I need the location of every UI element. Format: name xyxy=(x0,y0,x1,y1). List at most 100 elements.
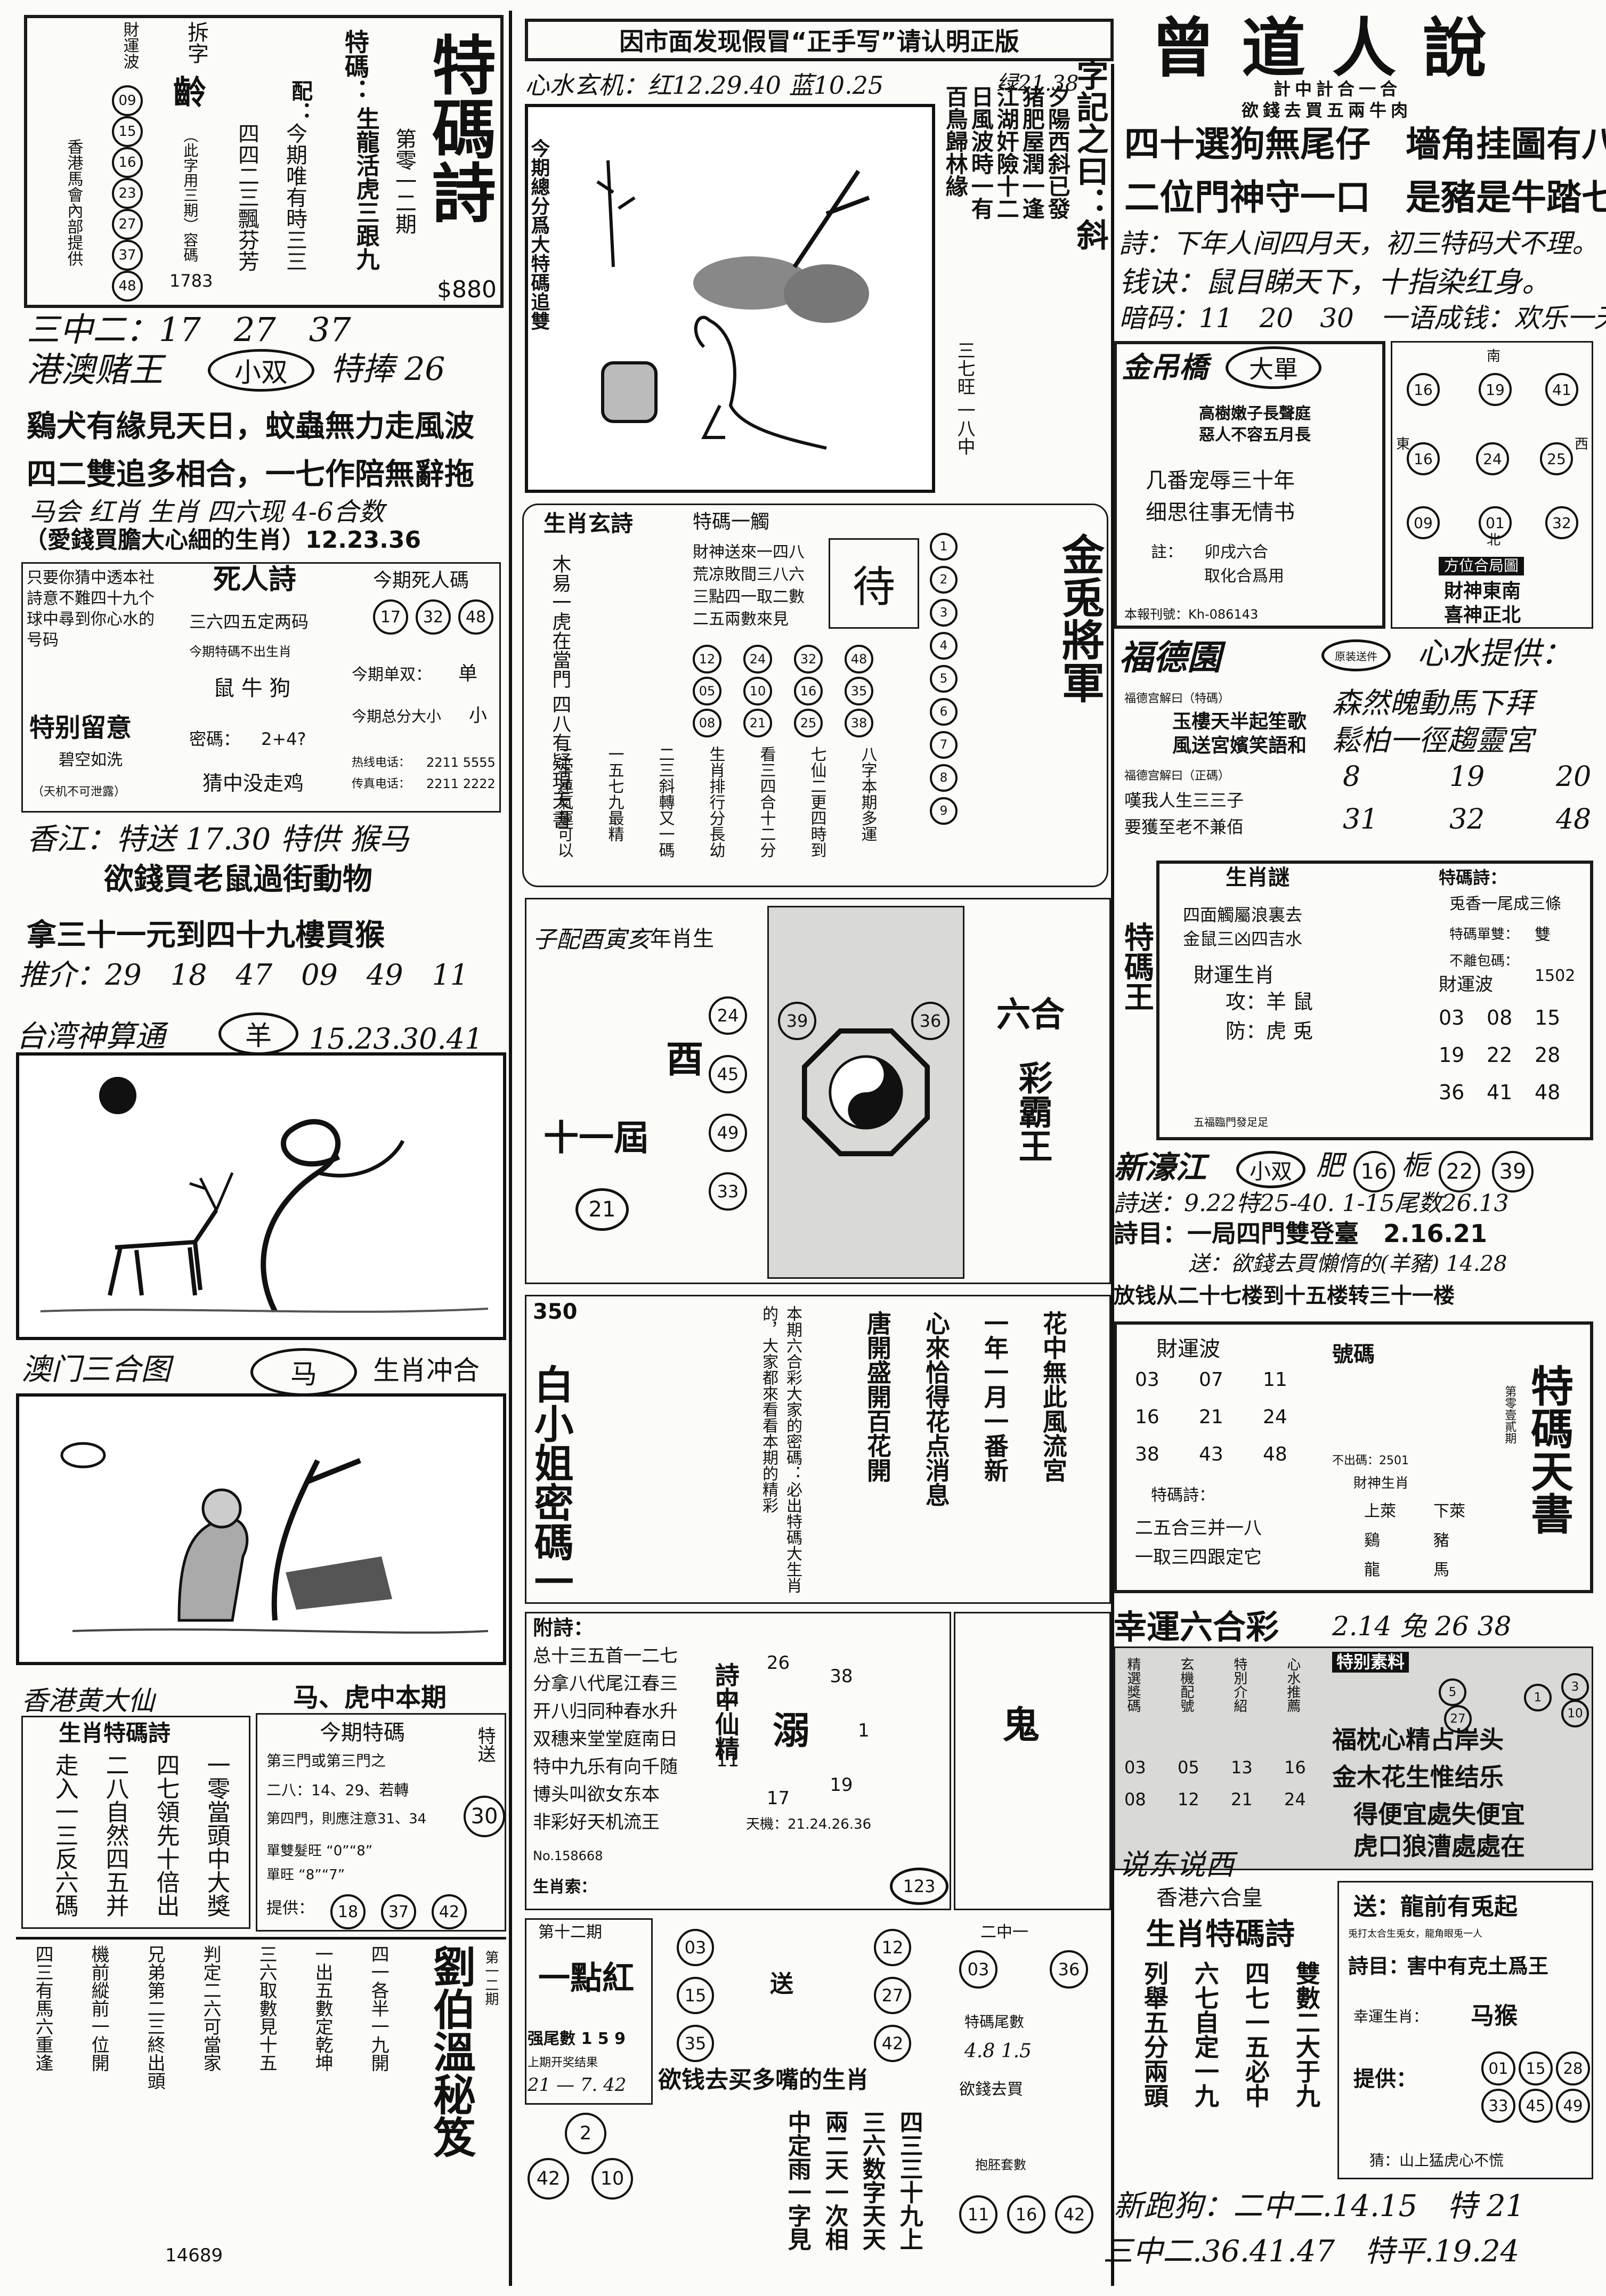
riddle-wave-num: 28 xyxy=(1535,1043,1561,1067)
riddle-code: 1502 xyxy=(1535,967,1576,985)
lucky-ball: 27 xyxy=(1444,1705,1472,1733)
liuhe-num: 33 xyxy=(709,1172,747,1211)
fude-num: 20 xyxy=(1556,761,1592,793)
xinhao-num-3: 39 xyxy=(1499,1159,1527,1184)
zodiac-col: 生肖排行分長幼 xyxy=(706,746,725,858)
tail-value: 4.8 1.5 xyxy=(964,2040,1032,2062)
phone-label-1: 热线电话： xyxy=(352,756,411,769)
zodiac-col: 二三斜轉又一碼 xyxy=(655,746,675,858)
general-ball: 6 xyxy=(930,698,958,726)
dead-code-ball: 48 xyxy=(458,599,493,635)
riddle-text-1: 四面觸屬浪裏去 xyxy=(1183,905,1303,925)
fude-label-1: 福德宫解曰（特碼） xyxy=(1124,692,1230,705)
zeng-sub-2: 欲錢去買五兩牛肉 xyxy=(1242,100,1413,120)
ring-num: 12 xyxy=(874,1929,911,1966)
dongxi-ball: 01 xyxy=(1481,2051,1515,2086)
zodiac-poem-col: 一零當頭中大獎 xyxy=(202,1753,230,1917)
kangaroo-drawing xyxy=(596,160,870,450)
xinhao-ball-1: 16 xyxy=(1353,1151,1395,1192)
ring-center: 送 xyxy=(770,1970,793,1998)
liuhe-mid-num: 36 xyxy=(911,1002,950,1040)
bridge-note-label: 註： xyxy=(1151,543,1183,562)
bottom-code: 14689 xyxy=(165,2245,223,2266)
side-poem-title: 字記之曰：斜 xyxy=(1071,59,1108,250)
xinhao-money: 送：欲錢去買懶惰的(羊豬) 14.28 xyxy=(1188,1252,1507,1276)
img-caption: 今期總分爲大特碼追雙 xyxy=(528,139,550,330)
riddle-wave-title: 財運波 xyxy=(1439,974,1493,995)
size-value: 小 xyxy=(469,705,487,726)
lucky-nums: 2.14 兔 26 38 xyxy=(1332,1611,1512,1642)
dongxi-poem-title: 生肖特碼詩 xyxy=(1146,1917,1295,1952)
wave-grid-num: 21 xyxy=(1199,1406,1223,1428)
fude-line-4: 要獲至老不兼佰 xyxy=(1124,817,1244,837)
fortune-mid-title: 號碼 xyxy=(1332,1342,1375,1367)
lucky-ball: 5 xyxy=(1439,1678,1466,1706)
lucky-poem-4: 虎口狼漕處處在 xyxy=(1353,1832,1525,1861)
bridge-note-2: 取化合爲用 xyxy=(1204,567,1284,586)
riddle-avoid: 不離包碼： xyxy=(1449,953,1519,969)
odd-even-value: 单 xyxy=(458,663,478,685)
compass-num: 01 xyxy=(1479,506,1512,539)
dongxi-ball: 15 xyxy=(1519,2051,1553,2086)
liuhe-num: 45 xyxy=(709,1055,747,1093)
daxian-note: 马、虎中本期 xyxy=(293,1683,447,1713)
lucky-col-num: 08 xyxy=(1124,1789,1146,1810)
fude-poem-1b: 風送宮嬪笑語和 xyxy=(1172,735,1307,757)
fortune-zodiac-item: 馬 xyxy=(1433,1561,1449,1579)
bottom-col: 四一各半一九開 xyxy=(368,1945,390,2072)
dead-code-ball: 17 xyxy=(373,599,408,635)
bridge-oval-text: 大單 xyxy=(1249,355,1298,384)
banner-text: 因市面发现假冒“正手写”请认明正版 xyxy=(619,27,1019,56)
floor-line: 拿三十一元到四十九樓買猴 xyxy=(27,918,385,953)
lucky-poem-1: 福枕心精占岸头 xyxy=(1332,1725,1504,1754)
fude-num: 8 xyxy=(1343,761,1361,793)
star-center: 溺 xyxy=(773,1709,810,1753)
macau-oval: 马 xyxy=(250,1348,357,1396)
zodiac-poem-box xyxy=(21,1716,250,1929)
star-bottom-num-text: 123 xyxy=(903,1876,936,1896)
wave-grid-num: 11 xyxy=(1263,1369,1287,1391)
match-label: 配： xyxy=(288,80,312,123)
fortune-wave-box xyxy=(1114,1321,1593,1593)
fude-title: 福德園 xyxy=(1119,638,1221,678)
ring-num: 15 xyxy=(677,1977,714,2014)
zodiac-grid-ball: 08 xyxy=(693,709,721,737)
riddle-defend: 防：虎 兎 xyxy=(1226,1019,1313,1043)
special-attention-sub: 碧空如洗 xyxy=(59,751,123,769)
side-vertical: 三七旺 一八中 xyxy=(954,341,976,456)
bridge-verse-1: 高樹嫩子長聲庭 xyxy=(1199,404,1311,423)
lucky-grid-box xyxy=(1114,1646,1593,1870)
general-ball: 4 xyxy=(930,632,958,660)
two-one-num: 36 xyxy=(1050,1950,1088,1989)
riddle-wave-num: 03 xyxy=(1439,1006,1465,1029)
general-ball: 8 xyxy=(930,764,958,792)
dongxi-right-box xyxy=(1337,1881,1593,2179)
phone-label-2: 传真电话： xyxy=(352,777,411,791)
attached-poem-block xyxy=(525,1612,951,1910)
verse-line-b: 四二雙追多相合，一七作陪無辭拖 xyxy=(27,457,474,492)
hk-line: 香江：特送 17.30 特供 猴马 xyxy=(27,822,409,857)
three-of-two-line: 三中二：17 27 37 xyxy=(27,310,351,349)
fude-num: 19 xyxy=(1449,761,1485,793)
riddle-wave-num: 36 xyxy=(1439,1081,1465,1104)
special-tianshu: 特碼天書 xyxy=(1524,1364,1573,1535)
poem-issue: 第零一二期 xyxy=(392,128,416,234)
dongxi-poem-label: 詩目： xyxy=(1348,1954,1409,1978)
fushi-line: 总十三五首一二七 xyxy=(533,1645,678,1667)
verse-line-c: 马会 红肖 生肖 四六现 4-6合数 xyxy=(29,497,385,527)
wave-ball: 15 xyxy=(112,116,143,147)
dongxi-ball: 49 xyxy=(1556,2089,1590,2123)
dir-north: 北 xyxy=(1487,532,1501,548)
riddle-poem: 兎香一尾成三條 xyxy=(1449,895,1561,913)
lucky-col-num: 13 xyxy=(1231,1757,1253,1778)
zeng-title: 曾道人說 xyxy=(1151,11,1513,86)
wave-grid-num: 07 xyxy=(1199,1369,1223,1391)
liuhe-right-title: 彩霸王 xyxy=(1012,1060,1052,1163)
money-line: 欲錢買老鼠過街動物 xyxy=(104,862,372,897)
today-code-line-2: 二八：14、29、若轉 xyxy=(266,1781,409,1799)
zeng-an: 暗码：11 20 30 一语成钱：欢乐一天 xyxy=(1119,303,1606,334)
fushi-line: 分拿八代尾江春三 xyxy=(533,1673,678,1694)
white-miss-text: 本期六合彩大家的密碼：必出特碼大生肖的，大家都來看看本期的精彩 xyxy=(591,1305,805,1593)
wave-ball: 16 xyxy=(112,147,143,178)
xinhao-num-2: 22 xyxy=(1446,1159,1473,1184)
